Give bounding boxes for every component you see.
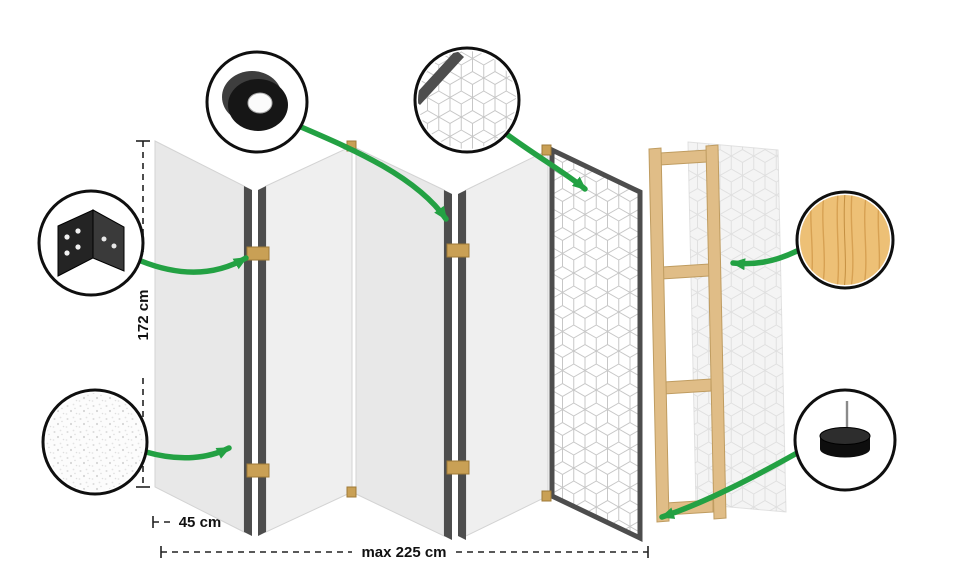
hinge-pin [346,486,357,498]
callout-circle-outline [413,46,521,154]
callout-circle-outline [37,189,145,297]
bracket-plate-right [92,209,125,272]
panel-width-label: 45 cm [179,514,222,531]
arrow-tape-to-joint [298,124,449,222]
fleece-texture-icon [46,393,144,491]
hinge-pin [541,144,552,156]
panel-edge-dark [244,186,252,536]
arrow-wood-to-frame [730,248,800,271]
panel-edge-dark [444,190,452,540]
max-width-label: max 225 cm [361,544,446,561]
dimension-lines: 172 cm 45 cm max 225 cm [135,140,649,561]
callout-tape-roll [205,50,309,154]
hinge-blocks [246,140,552,502]
callout-wood-texture [795,190,895,290]
panel-5-patterned [549,146,643,542]
height-label: 172 cm [135,290,152,341]
felt-pad-icon [819,401,871,458]
pad-top [819,427,871,445]
wooden-frame [648,144,727,523]
callout-pattern-closeup [413,46,521,154]
pattern-closeup-icon [418,51,516,149]
hinge-block [446,460,470,475]
hinge-block [446,243,470,258]
bracket-hole [111,243,117,249]
arrow-bracket-to-hinge [138,255,249,275]
panel-3 [355,147,445,537]
pattern-texture [418,51,516,149]
hinge-pin [541,490,552,502]
callout-arrows [138,124,800,520]
frame-rung-2 [661,263,710,280]
wood-grain-dark [843,195,846,285]
panel-2 [265,145,353,533]
bracket-hole [75,228,81,234]
frame-rung-3 [663,378,712,395]
arrow-pattern-to-panel [502,130,588,192]
frame-stile-right [705,144,727,520]
tape-core [247,92,273,114]
callout-circle-outline [793,388,897,492]
hinge-block [246,463,270,478]
callout-felt-pad [793,388,897,492]
callout-circle-outline [795,190,895,290]
max-width-dimension: max 225 cm [160,544,649,561]
panel-4 [465,149,549,537]
arrow-fleece-to-panel [143,445,232,461]
bracket-hole [64,250,70,256]
tape-roll-icon [222,71,288,131]
hinge-block [246,246,270,261]
callout-circle-outline [205,50,309,154]
callout-circle-outline [41,388,149,496]
panel-1 [154,140,245,533]
pattern-sheet [687,141,787,513]
panel-edge-dark [458,190,466,540]
pattern-sheet-texture [688,142,786,512]
corner-bracket-icon [57,209,125,277]
callout-corner-bracket [37,189,145,297]
wood-texture-icon [800,195,890,285]
pad-bottom [820,440,870,458]
pattern-panel-edge [418,51,464,105]
frame-rung-top [659,149,708,166]
callout-fleece-texture [41,388,149,496]
arrow-pad-to-frame-bottom [659,450,800,520]
bracket-hole [64,234,70,240]
fleece-speckles [46,393,144,491]
bracket-hole [101,236,107,242]
frame-stile-left [648,147,670,523]
panel-edges [244,186,466,540]
bracket-hole [75,244,81,250]
panel-edge-dark [258,186,266,536]
folding-screen [154,140,643,542]
